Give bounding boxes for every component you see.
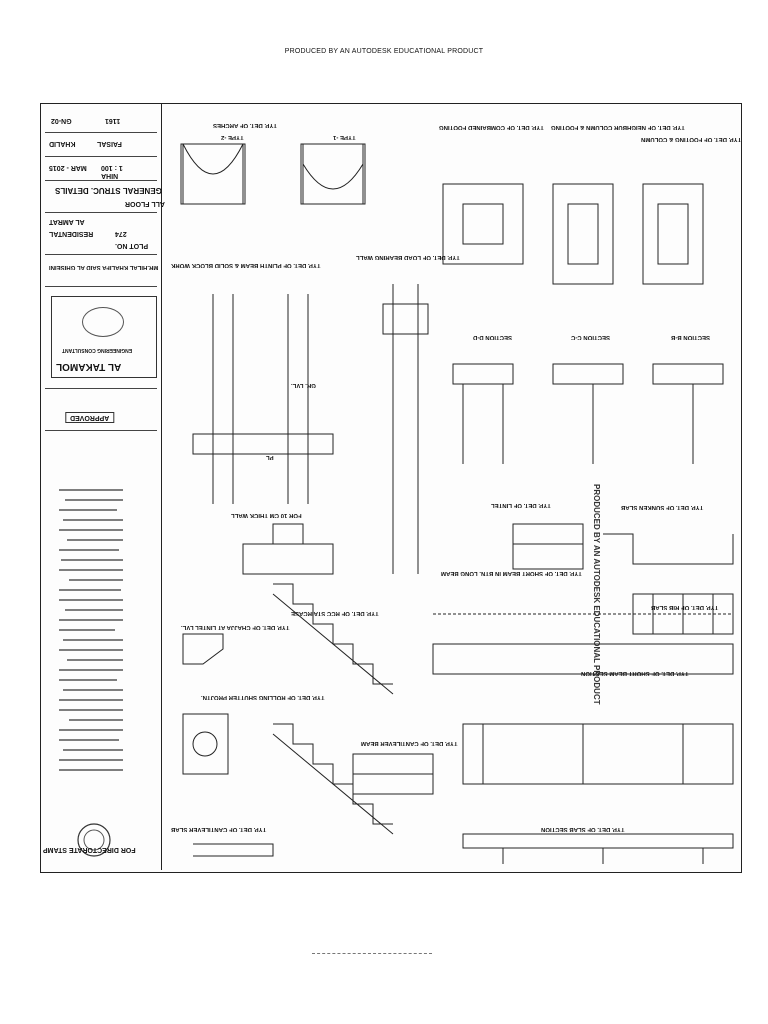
stair-flight-2 — [273, 723, 393, 825]
consultant-sub: ENGINEERING CONSULTANT — [62, 347, 133, 353]
arch-type-1 — [302, 144, 364, 204]
drawing-number: GN-02 — [51, 117, 72, 124]
location-row: AL AMRAT RESIDENTAL 274 PLOT NO. — [45, 214, 157, 255]
label-section-dd: SECTION D-D — [473, 334, 512, 340]
label-slab-section: TYP. DET. OF SLAB SECTION — [541, 826, 625, 832]
side-watermark: PRODUCED BY AN AUTODESK EDUCATIONAL PROD… — [592, 484, 601, 705]
date-value: MAR - 2015 — [49, 164, 87, 171]
job-number: 1161 — [105, 117, 121, 124]
drawing-title: GENERAL STRUC. DETAILS — [55, 186, 162, 195]
arabic-notes — [57, 484, 125, 804]
location-value: AL AMRAT — [49, 218, 85, 225]
label-chajja: TYP. DET. OF CHAJJA AT LINTEL LVL. — [181, 624, 290, 630]
scale-row: MAR - 2015 1 : 100 NIHA — [45, 158, 157, 181]
consultant-block: AL TAKAMOL ENGINEERING CONSULTANT — [45, 288, 157, 389]
label-rolling-shutter: TYP. DET. OF ROLLING SHUTTER PROJTN. — [201, 694, 325, 700]
names-row: KHALID FAISAL — [45, 134, 157, 157]
approved-row: APPROVED — [45, 404, 157, 431]
label-arches: TYP. DET. OF ARCHES — [213, 122, 278, 128]
use-value: RESIDENTAL — [49, 230, 94, 237]
title-block: GN-02 1161 KHALID FAISAL MAR - 2015 1 : … — [41, 104, 165, 870]
scale-value: 1 : 100 — [101, 164, 123, 171]
label-cantilever-beam: TYP. DET. OF CANTILEVER BEAM — [361, 740, 458, 746]
label-sunken-slab: TYP. DET. OF SUNKEN SLAB — [621, 504, 704, 510]
label-load-bearing-wall: TYP. DET. OF LOAD BEARING WALL — [356, 254, 460, 260]
checked-by: NIHA — [101, 172, 119, 179]
plot-value: 274 — [115, 230, 127, 237]
label-footing-column: TYP. DET. OF FOOTING & COLUMN — [641, 136, 742, 142]
owner-name: MR.HILAL KHALIFA SAID AL GHISEINI — [49, 264, 159, 270]
label-lintel: TYP. DET. OF LINTEL — [491, 502, 551, 508]
label-10cm-wall: FOR 10 CM THICK WALL — [231, 512, 302, 518]
stamp-circle — [71, 820, 117, 860]
drawing-sheet: GN-02 1161 KHALID FAISAL MAR - 2015 1 : … — [40, 103, 742, 873]
logo-mark — [82, 307, 124, 337]
approved-stamp: APPROVED — [65, 412, 115, 423]
stair-flight-1 — [273, 583, 393, 685]
drawn-by: FAISAL — [97, 140, 122, 147]
label-neighbour-footing: TYP. DET. OF NEIGHBUR COLUMN & FOOTING — [551, 124, 685, 130]
consultant-logo: AL TAKAMOL ENGINEERING CONSULTANT — [51, 296, 157, 378]
label-short-beam-long-beam: TYP. DET. OF SHORT BEAM IN BTN. LONG BEA… — [441, 570, 582, 576]
label-cantilever-slab: TYP. DET. OF CANTILEVER SLAB — [171, 826, 267, 832]
label-combined-footing: TYP. DET. OF COMBAINED FOOTING — [439, 124, 544, 130]
footer-dash-line — [312, 953, 432, 954]
label-ground-level: GR. LVL. — [291, 382, 316, 388]
owner-row: MR.HILAL KHALIFA SAID AL GHISEINI — [45, 256, 159, 287]
label-section-cc: SECTION C-C — [571, 334, 610, 340]
arch-type-2 — [182, 143, 244, 204]
label-rib-slab: TYP. DET. OF RIB SLAB — [651, 604, 719, 610]
label-type-2: TYPE -2 — [221, 134, 244, 140]
autodesk-header: PRODUCED BY AN AUTODESK EDUCATIONAL PROD… — [284, 48, 484, 55]
detail-drawings — [180, 143, 734, 864]
title-row: GENERAL STRUC. DETAILS ALL FLOOR — [45, 182, 165, 213]
label-plinth-beam: TYP. DET. OF PLINTH BEAM & SOLID BLOCK W… — [171, 262, 321, 268]
rev-row: GN-02 1161 — [45, 112, 157, 133]
floor-value: ALL FLOOR — [125, 200, 165, 207]
consultant-name: AL TAKAMOL — [56, 361, 122, 372]
label-pl: PL — [266, 454, 274, 460]
directorate-stamp: FOR DIRECTORATE STAMP — [43, 846, 136, 853]
label-rcc-staircase: TYP. DET. OF RCC STAIRCASE — [291, 610, 379, 616]
plot-label: PLOT NO. — [115, 242, 149, 249]
label-type-1: TYPE -1 — [333, 134, 356, 140]
approved-by: KHALID — [49, 140, 76, 147]
label-section-bb: SECTION B-B — [671, 334, 710, 340]
